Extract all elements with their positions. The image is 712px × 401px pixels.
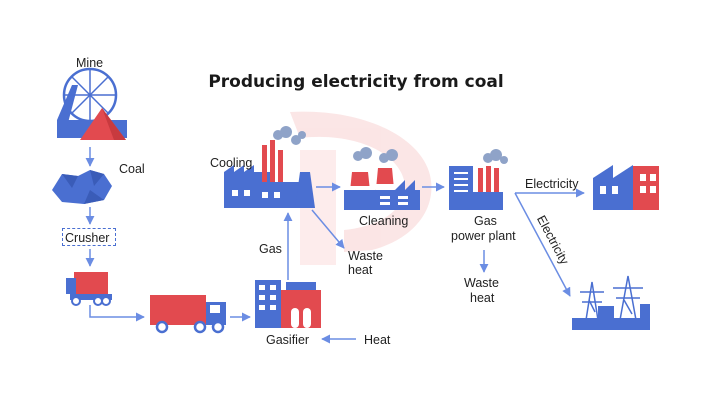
gasifier-icon bbox=[255, 280, 321, 328]
arrow-crusher-truck-to-truck bbox=[89, 305, 145, 322]
label-heat: Heat bbox=[364, 333, 391, 347]
label-cleaning: Cleaning bbox=[359, 214, 409, 228]
gas-power-plant-icon bbox=[449, 149, 508, 210]
label-waste-heat-cooling-line2: heat bbox=[348, 263, 373, 277]
cooling-plant-icon bbox=[224, 126, 315, 208]
cleaning-plant-icon bbox=[344, 147, 420, 210]
label-electricity-factory: Electricity bbox=[525, 177, 579, 191]
label-coal: Coal bbox=[119, 162, 145, 176]
label-waste-heat-plant-line2: heat bbox=[470, 291, 495, 305]
label-gasifier: Gasifier bbox=[266, 333, 310, 347]
label-gas-power-plant-line2: power plant bbox=[451, 229, 516, 243]
label-cooling: Cooling bbox=[210, 156, 253, 170]
label-gas: Gas bbox=[259, 242, 282, 256]
label-mine: Mine bbox=[76, 56, 104, 70]
coal-icon bbox=[52, 170, 112, 204]
diagram-title: Producing electricity from coal bbox=[208, 72, 504, 92]
arrow-cooling-to-waste-heat bbox=[311, 209, 345, 249]
factory-icon bbox=[593, 165, 659, 210]
mine-icon bbox=[57, 67, 127, 140]
label-waste-heat-plant-line1: Waste bbox=[464, 276, 499, 290]
truck-icon bbox=[150, 295, 226, 334]
flow-arrows bbox=[85, 147, 585, 344]
power-grid-icon bbox=[572, 275, 650, 330]
crusher-truck-icon bbox=[66, 272, 112, 306]
label-gas-power-plant-line1: Gas bbox=[474, 214, 497, 228]
crusher-box bbox=[62, 228, 116, 246]
label-crusher: Crusher bbox=[65, 231, 110, 245]
label-waste-heat-cooling-line1: Waste bbox=[348, 249, 383, 263]
arrow-to-power-grid bbox=[514, 192, 571, 297]
